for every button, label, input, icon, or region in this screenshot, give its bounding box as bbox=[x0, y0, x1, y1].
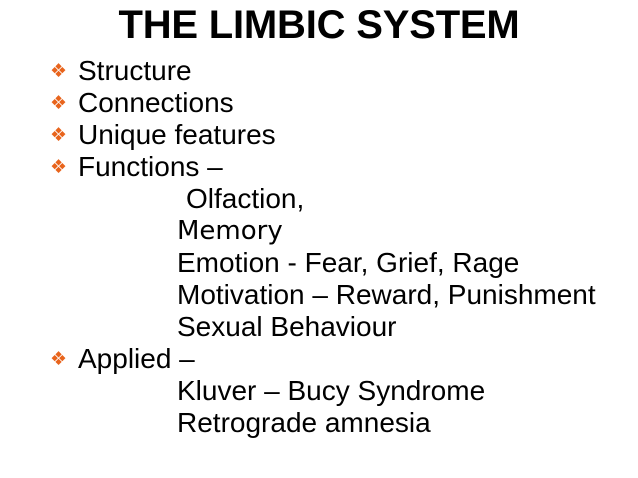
sub-list-item: Retrograde amnesia bbox=[0, 407, 638, 439]
sub-list-item: Memory bbox=[0, 215, 638, 247]
list-item-label: Connections bbox=[78, 87, 234, 118]
four-diamond-bullet-icon: ❖ bbox=[50, 124, 68, 146]
slide-body-list: ❖ Structure ❖ Connections ❖ Unique featu… bbox=[0, 55, 638, 439]
sub-list-item-label: Sexual Behaviour bbox=[177, 311, 397, 342]
sub-list-item-label: Retrograde amnesia bbox=[177, 407, 431, 438]
four-diamond-bullet-icon: ❖ bbox=[50, 348, 68, 370]
four-diamond-bullet-icon: ❖ bbox=[50, 156, 68, 178]
list-item-label: Unique features bbox=[78, 119, 276, 150]
four-diamond-bullet-icon: ❖ bbox=[50, 92, 68, 114]
list-item-label: Structure bbox=[78, 55, 192, 86]
list-item: ❖ Connections bbox=[0, 87, 638, 119]
four-diamond-bullet-icon: ❖ bbox=[50, 60, 68, 82]
sub-list-item-label: Kluver – Bucy Syndrome bbox=[177, 375, 486, 406]
list-item: ❖ Structure bbox=[0, 55, 638, 87]
list-item-label: Applied – bbox=[78, 343, 195, 374]
page-title: THE LIMBIC SYSTEM bbox=[118, 3, 520, 47]
list-item: ❖ Applied – bbox=[0, 343, 638, 375]
sub-list-item: Olfaction, bbox=[0, 183, 638, 215]
list-item: ❖ Functions – bbox=[0, 151, 638, 183]
sub-list-item: Emotion - Fear, Grief, Rage bbox=[0, 247, 638, 279]
sub-list-item-label: Emotion - Fear, Grief, Rage bbox=[177, 247, 520, 278]
sub-list-item-label: Motivation – Reward, Punishment bbox=[177, 279, 596, 310]
list-item-label: Functions – bbox=[78, 151, 223, 182]
sub-list-item: Sexual Behaviour bbox=[0, 311, 638, 343]
sub-list-item-label: Olfaction, bbox=[186, 183, 305, 214]
sub-list-item: Kluver – Bucy Syndrome bbox=[0, 375, 638, 407]
list-item: ❖ Unique features bbox=[0, 119, 638, 151]
sub-list-item-label: Memory bbox=[177, 216, 283, 246]
sub-list-item: Motivation – Reward, Punishment bbox=[0, 279, 638, 311]
